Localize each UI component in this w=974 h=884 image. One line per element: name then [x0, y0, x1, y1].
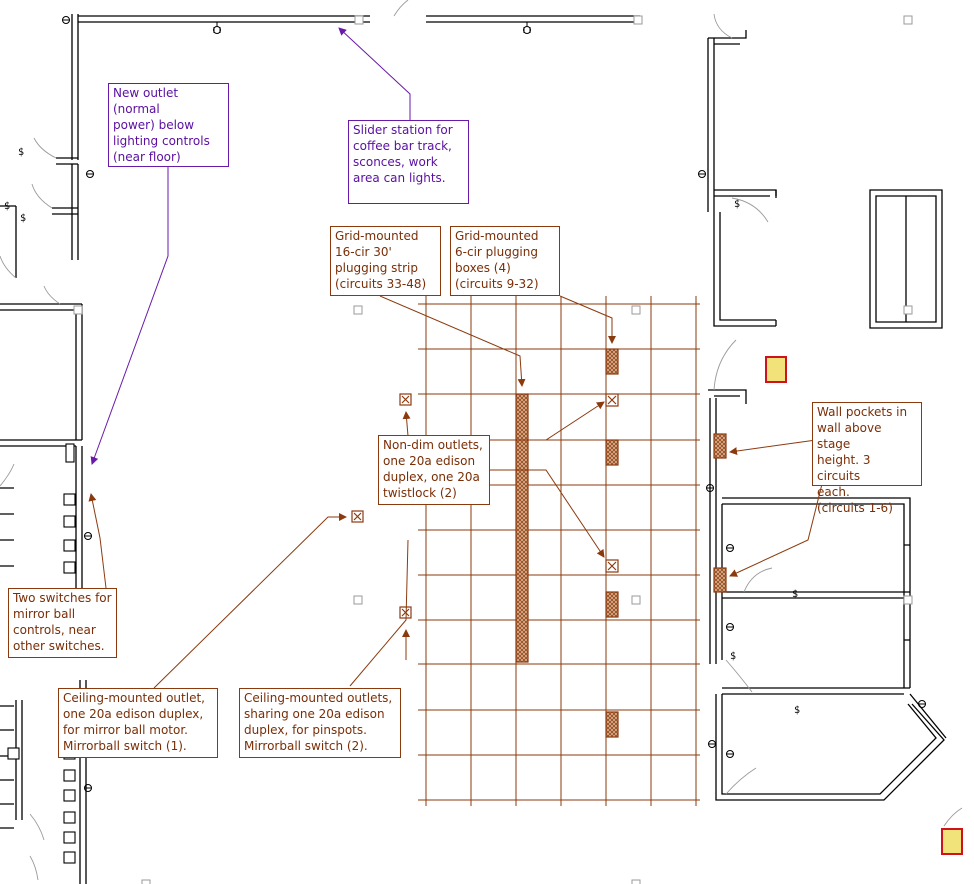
highlighted-pockets — [765, 356, 963, 855]
grid-strip-note: Grid-mounted 16-cir 30' plugging strip (… — [330, 226, 441, 296]
switch-symbol: $ — [792, 589, 799, 600]
switch-symbol: $ — [18, 147, 25, 158]
switch-symbol: $ — [730, 651, 737, 662]
plugging-boxes — [605, 348, 619, 738]
leader-lines-purple — [90, 27, 411, 465]
lighting-grid — [418, 296, 700, 806]
wall-pockets-note: Wall pockets in wall above stage height.… — [812, 402, 922, 515]
new-outlet-note: New outlet (normal power) below lighting… — [108, 83, 229, 167]
mirror-switches-note: Two switches for mirror ball controls, n… — [8, 588, 117, 658]
switch-symbol: $ — [20, 213, 27, 224]
ceiling-mirror-outlet-note: Ceiling-mounted outlet, one 20a edison d… — [58, 688, 218, 758]
non-dim-outlets — [605, 393, 619, 573]
plugging-strip — [515, 393, 529, 663]
switch-symbol: $ — [734, 199, 741, 210]
slider-station-note: Slider station for coffee bar track, sco… — [348, 120, 469, 204]
walls — [0, 14, 947, 884]
non-dim-outlets-note: Non-dim outlets, one 20a edison duplex, … — [378, 435, 490, 505]
ceiling-markers — [73, 15, 913, 884]
switch-symbol: $ — [4, 201, 11, 212]
ceiling-pinspot-outlets-note: Ceiling-mounted outlets, sharing one 20a… — [239, 688, 401, 758]
leader-lines-brown — [88, 295, 823, 689]
switch-symbol: $ — [794, 705, 801, 716]
grid-boxes-note: Grid-mounted 6-cir plugging boxes (4) (c… — [450, 226, 560, 296]
wall-pocket-devices — [713, 433, 727, 593]
ceiling-outlets — [351, 393, 412, 619]
